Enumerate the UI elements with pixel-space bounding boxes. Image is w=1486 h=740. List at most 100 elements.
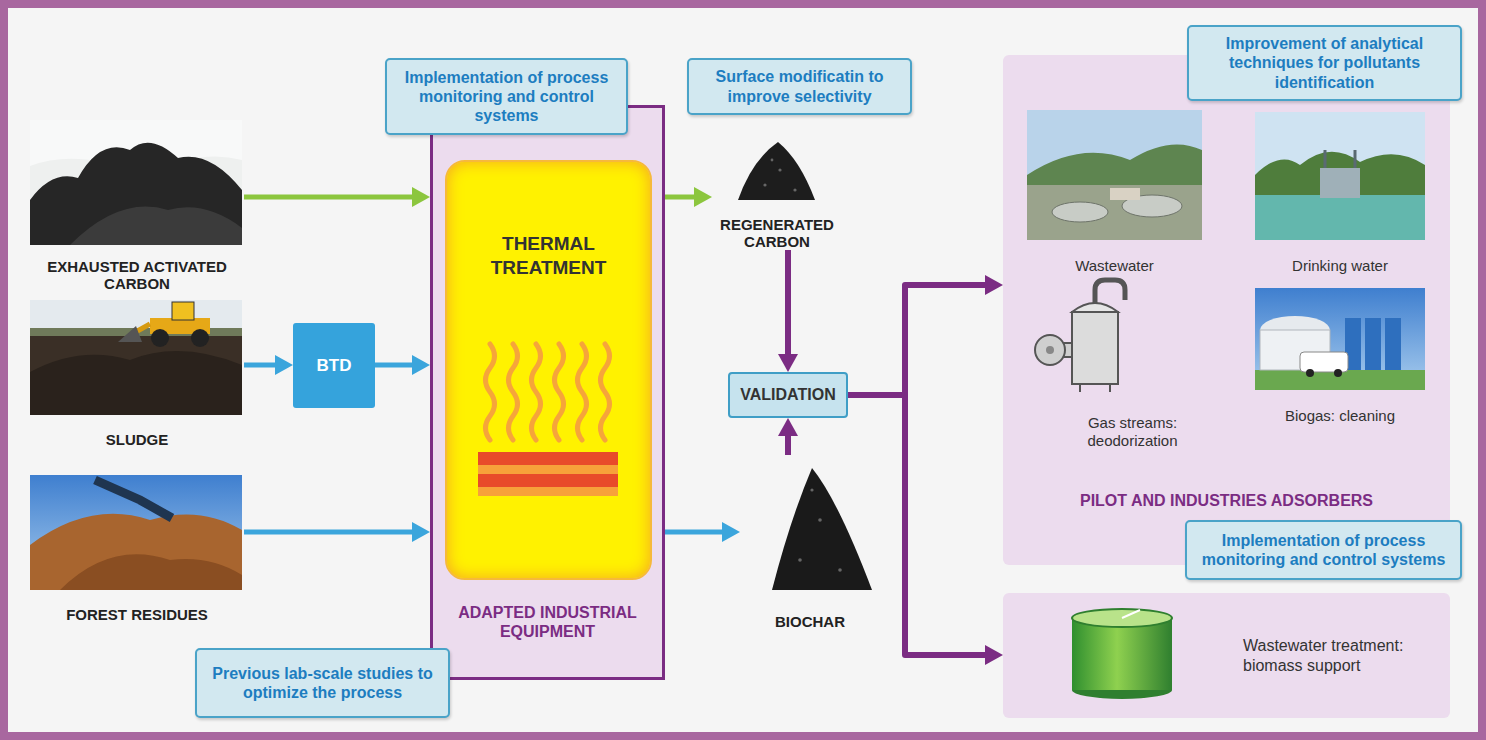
flow-line bbox=[375, 363, 416, 368]
arrow-head bbox=[412, 187, 430, 207]
item-caption: Gas streams: deodorization bbox=[1075, 414, 1190, 450]
biogas-photo-part bbox=[1385, 318, 1401, 370]
forest-residues-photo-part bbox=[95, 480, 172, 518]
drinking-water-photo-part bbox=[1255, 112, 1425, 240]
biogas-photo bbox=[1255, 288, 1425, 390]
heat-waves-part bbox=[578, 344, 587, 440]
arrow-head bbox=[985, 275, 1003, 295]
application-panel: PILOT AND INDUSTRIES ADSORBERS Wastewater… bbox=[1003, 55, 1450, 565]
flow-line bbox=[244, 530, 416, 535]
regenerated-carbon-pile-part bbox=[793, 188, 796, 191]
arrow-head bbox=[275, 355, 293, 375]
application-item: Gas streams: deodorization bbox=[1025, 280, 1190, 450]
process-box: VALIDATION bbox=[728, 372, 848, 418]
regenerated-carbon-pile-part bbox=[763, 183, 766, 186]
heating-bars-part bbox=[478, 452, 618, 465]
activated-carbon-photo-part bbox=[30, 143, 242, 245]
scrubber-icon-part bbox=[1095, 280, 1125, 304]
application-item: Biogas: cleaning bbox=[1250, 283, 1430, 425]
tank-icon-part bbox=[1072, 609, 1172, 627]
sludge-photo-part bbox=[150, 318, 210, 334]
flow-arrow bbox=[848, 395, 1003, 665]
drinking-water-photo-part bbox=[1255, 195, 1425, 240]
source-photo: FOREST RESIDUES bbox=[30, 473, 244, 623]
flow-arrow bbox=[375, 355, 430, 375]
biogas-photo-part bbox=[1306, 369, 1314, 377]
sludge-photo-part bbox=[118, 326, 142, 342]
callout-box: Implementation of process monitoring and… bbox=[385, 58, 628, 135]
flow-line bbox=[848, 285, 989, 395]
regenerated-carbon-pile-part bbox=[771, 159, 774, 162]
application-panel: Wastewater treatment: biomass support bbox=[1003, 593, 1450, 718]
forest-residues-photo bbox=[30, 475, 242, 590]
heat-waves-part bbox=[509, 344, 518, 440]
photo-caption: BIOCHAR bbox=[775, 613, 845, 630]
callout-text: Improvement of analytical techniques for… bbox=[1199, 34, 1450, 92]
callout-box: Improvement of analytical techniques for… bbox=[1187, 25, 1462, 101]
callout-text: Implementation of process monitoring and… bbox=[397, 68, 616, 126]
arrow-head bbox=[412, 522, 430, 542]
wastewater-photo-part bbox=[1027, 185, 1202, 240]
scrubber-icon-part bbox=[1109, 384, 1111, 392]
callout-box: Previous lab-scale studies to optimize t… bbox=[195, 648, 450, 718]
heat-waves-part bbox=[532, 344, 541, 440]
scrubber-icon-part bbox=[1072, 303, 1118, 312]
process-box: BTD bbox=[293, 323, 375, 408]
wastewater-photo-part bbox=[1110, 188, 1140, 200]
callout-box: Implementation of process monitoring and… bbox=[1185, 520, 1462, 580]
source-photo: EXHAUSTED ACTIVATED CARBON bbox=[30, 118, 244, 292]
flow-arrow bbox=[665, 187, 712, 207]
flow-line bbox=[848, 395, 989, 655]
scrubber-icon-part bbox=[1072, 312, 1118, 384]
forest-residues-photo-part bbox=[30, 475, 242, 590]
photo-caption: REGENERATED CARBON bbox=[715, 216, 840, 251]
application-item: Wastewater bbox=[1022, 105, 1207, 275]
application-item: Drinking water bbox=[1250, 105, 1430, 275]
box-label: BTD bbox=[317, 356, 352, 376]
flow-line bbox=[244, 363, 279, 368]
biochar-pile-part bbox=[838, 568, 842, 572]
equipment-box: ADAPTED INDUSTRIAL EQUIPMENTTHERMAL TREA… bbox=[430, 105, 665, 680]
biogas-photo-part bbox=[1260, 316, 1330, 344]
heat-waves-part bbox=[486, 344, 495, 440]
product-photo: REGENERATED CARBON bbox=[712, 132, 842, 250]
activated-carbon-photo bbox=[30, 120, 242, 245]
heating-bars-part bbox=[478, 474, 618, 487]
flow-arrow bbox=[244, 187, 430, 207]
arrow-head bbox=[778, 418, 798, 436]
group-label: ADAPTED INDUSTRIAL EQUIPMENT bbox=[443, 603, 653, 641]
callout-text: Surface modificatin to improve selectivi… bbox=[699, 67, 900, 105]
item-caption: Wastewater bbox=[1075, 257, 1154, 275]
biochar-pile-part bbox=[818, 518, 822, 522]
arrow-head bbox=[412, 355, 430, 375]
scrubber-icon-part bbox=[1079, 384, 1081, 392]
biochar-pile-part bbox=[772, 468, 872, 590]
group-label: PILOT AND INDUSTRIES ADSORBERS bbox=[1080, 492, 1373, 510]
drinking-water-photo-part bbox=[1320, 168, 1360, 198]
item-caption: Biogas: cleaning bbox=[1285, 407, 1395, 425]
item-caption: Wastewater treatment: biomass support bbox=[1243, 636, 1433, 676]
callout-text: Previous lab-scale studies to optimize t… bbox=[207, 664, 438, 702]
biogas-photo-part bbox=[1255, 370, 1425, 390]
tank-icon bbox=[1072, 609, 1172, 699]
photo-caption: SLUDGE bbox=[106, 431, 169, 448]
biochar-pile-part bbox=[810, 488, 813, 491]
sludge-photo-part bbox=[172, 302, 194, 320]
biogas-photo-part bbox=[1334, 369, 1342, 377]
biogas-photo-part bbox=[1365, 318, 1381, 370]
heating-bars bbox=[478, 452, 618, 496]
scrubber-icon-part bbox=[1035, 335, 1065, 365]
sludge-photo-part bbox=[30, 351, 242, 415]
wastewater-photo-part bbox=[1052, 202, 1108, 222]
callout-box: Surface modificatin to improve selectivi… bbox=[687, 58, 912, 115]
biogas-photo-part bbox=[1255, 288, 1425, 390]
flow-arrow bbox=[778, 250, 798, 372]
biogas-photo-part bbox=[1345, 318, 1361, 370]
drinking-water-photo-part bbox=[1255, 152, 1425, 195]
heat-waves bbox=[486, 344, 610, 440]
forest-residues-photo-part bbox=[30, 514, 242, 590]
flow-line bbox=[785, 250, 791, 358]
wastewater-photo-part bbox=[1027, 144, 1202, 190]
flow-arrow bbox=[665, 522, 740, 542]
